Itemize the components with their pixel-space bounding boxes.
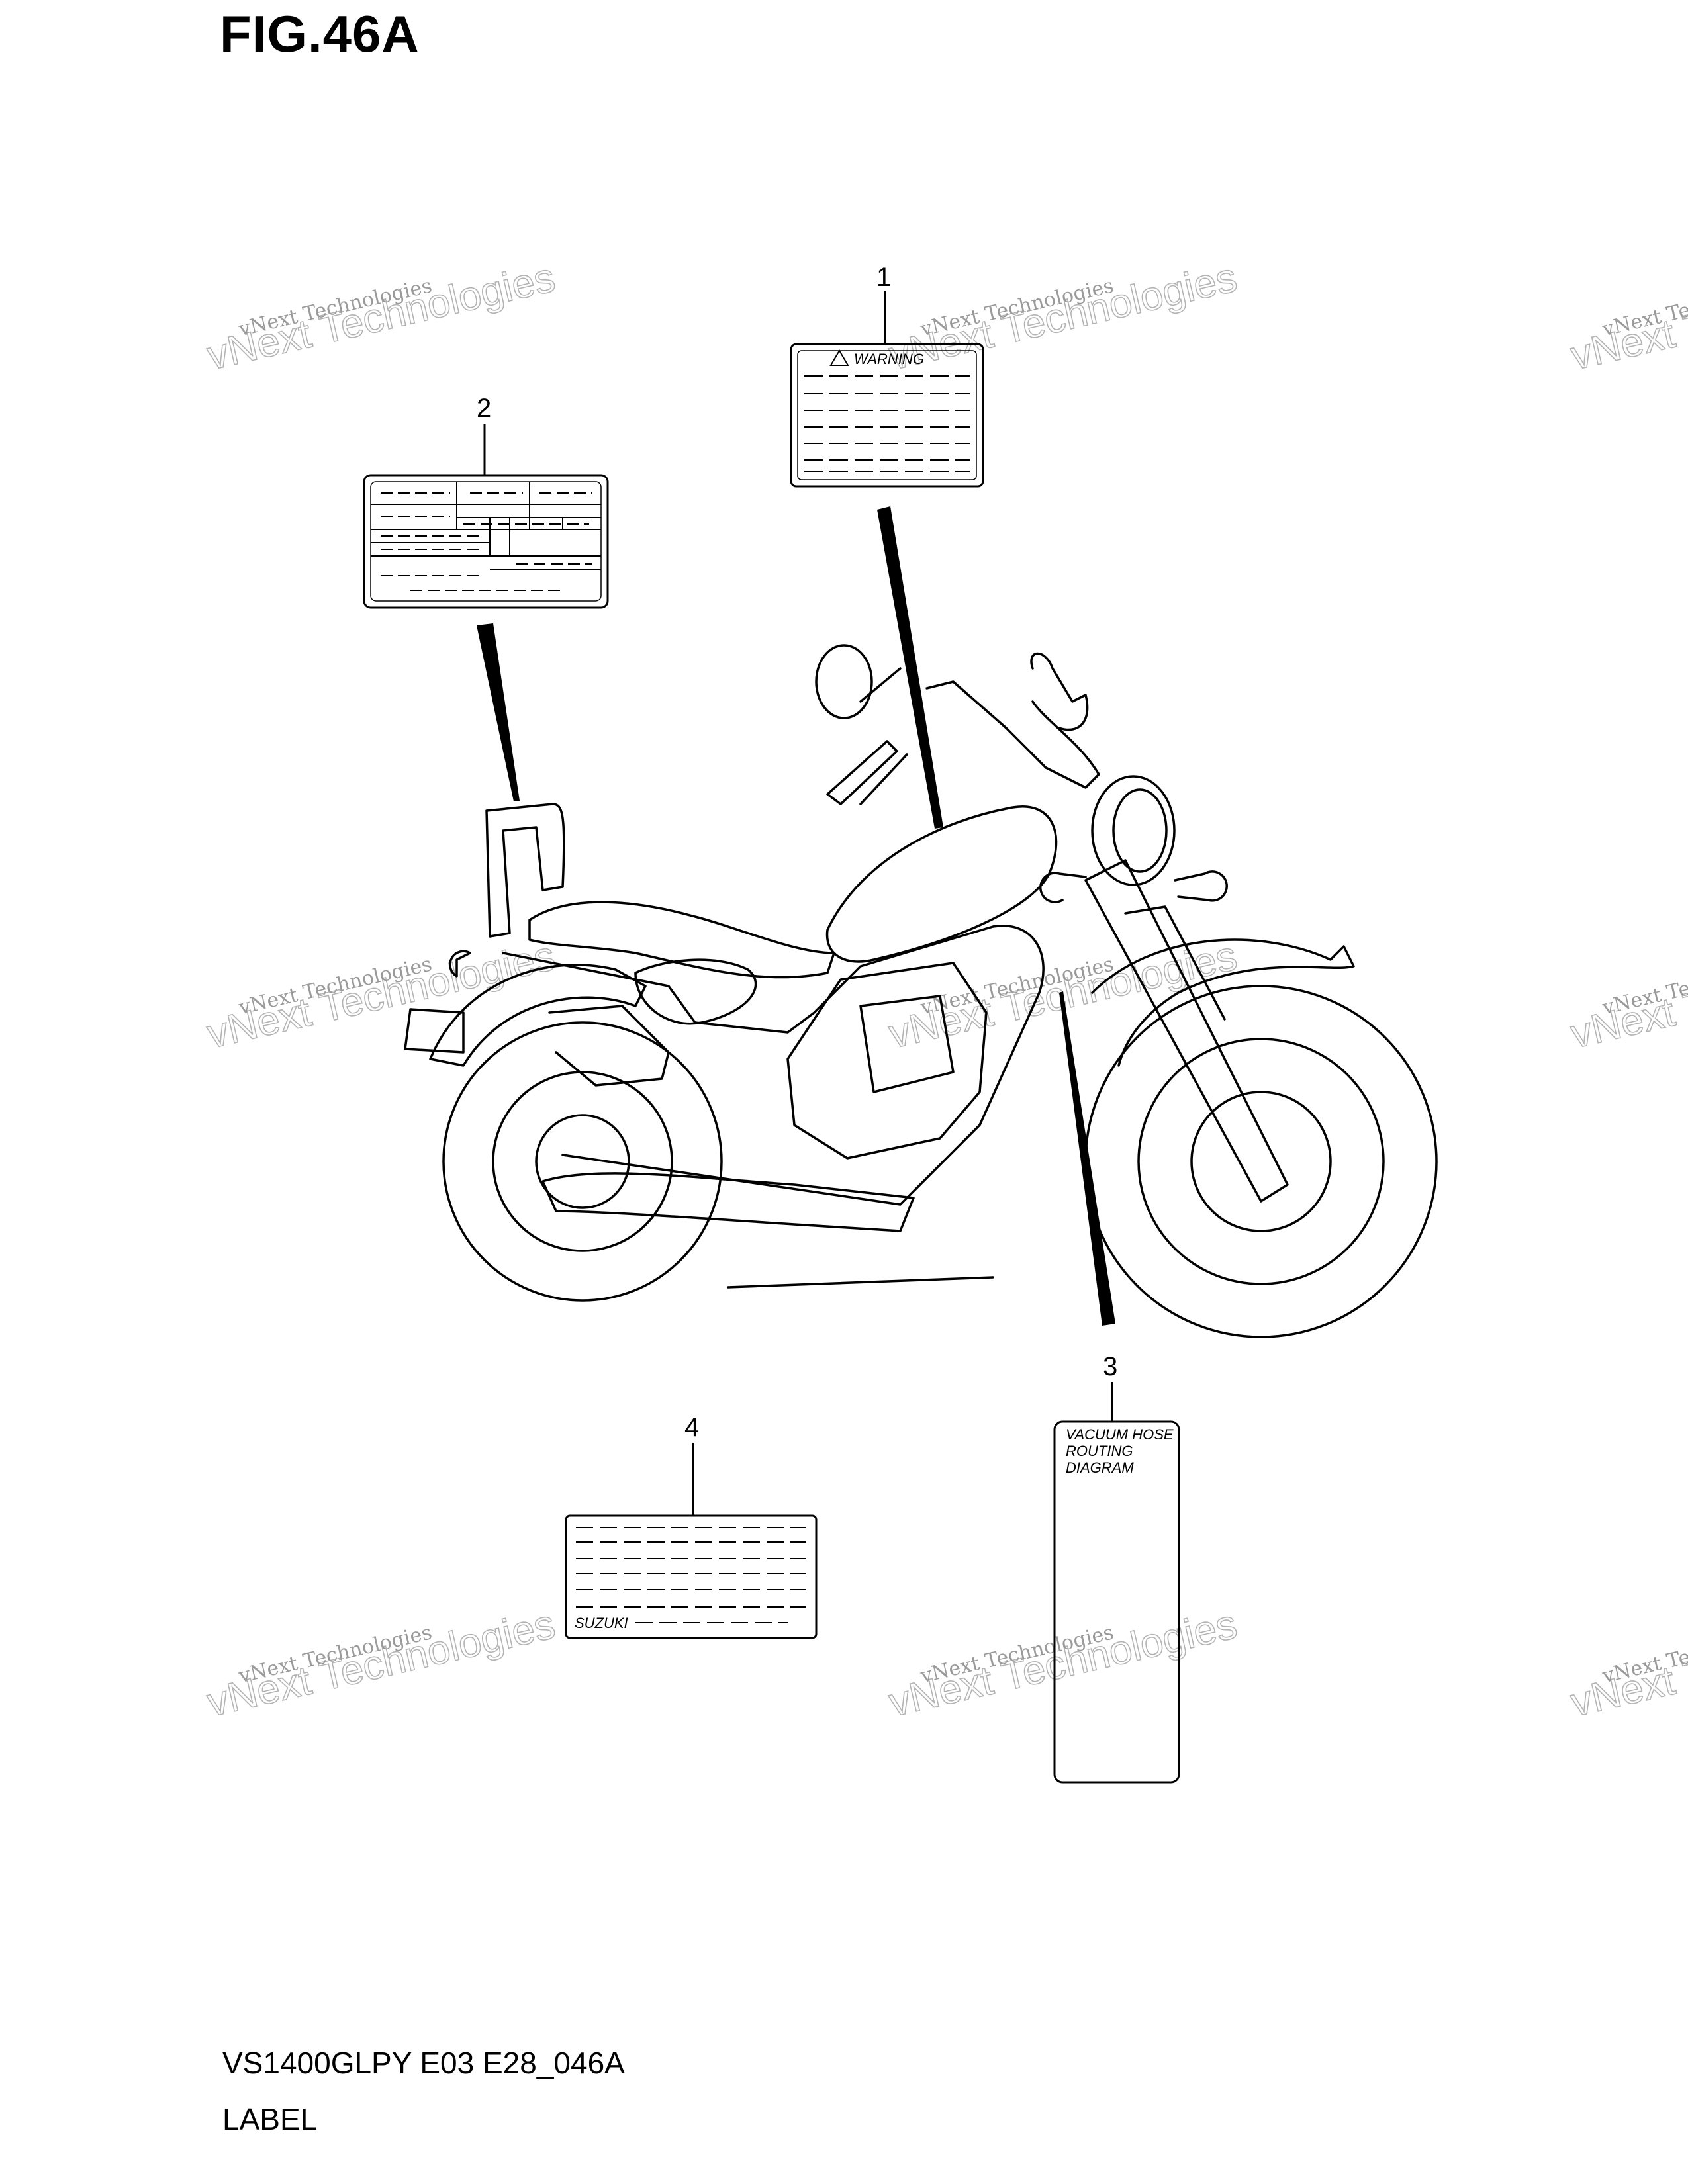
vacuum-label-line-1: VACUUM HOSE [1066,1426,1174,1443]
label-1-warning[interactable]: WARNING [790,343,984,488]
handlebar [925,680,1100,789]
callout-3: 3 [1103,1352,1117,1381]
label-3-vacuum-hose-routing[interactable]: VACUUM HOSE ROUTING DIAGRAM [1053,1420,1180,1784]
table-text-lines [381,492,592,591]
table-grid [371,482,601,570]
front-fork [1084,859,1289,1203]
suzuki-brand-text: SUZUKI [575,1615,628,1631]
fuel-tank [825,805,1058,963]
rear-turn-signal [449,950,471,978]
figure-title: FIG.46A [220,5,420,63]
rider-seat [634,958,757,1025]
watermark-low-left: vNext Technologies vNext Technologies [203,1601,560,1727]
label-2-info-table[interactable] [363,474,609,609]
exhaust-pipe [541,1172,915,1232]
callout-numbers: 1 2 3 4 [477,263,1117,1442]
headlight [1091,775,1176,886]
front-wheel-rim [1137,1038,1385,1285]
watermark-top-right: vNext Technologies vNext Technologies [1566,254,1688,380]
rear-wheel-tire [442,1021,723,1302]
callout-1: 1 [876,263,891,292]
fork-lower [1124,905,1226,1021]
watermark-low-center: vNext Technologies vNext Technologies [884,1601,1242,1727]
warning-label-text: WARNING [854,351,924,367]
callout-4: 4 [684,1413,699,1442]
mirror [815,644,873,719]
front-turn-signal [1174,870,1228,902]
ground-shadow [727,1276,994,1289]
watermark-top-left: vNext Technologies vNext Technologies [203,254,560,380]
rear-wheel-rim [492,1071,673,1252]
clutch-lever [826,740,908,805]
callout-ticks [483,291,1113,1516]
model-code: VS1400GLPY E03 E28_046A [222,2046,625,2080]
warning-text-lines [804,375,970,472]
engine [786,962,988,1160]
watermark-mid-left: vNext Technologies vNext Technologies [203,933,560,1058]
callout-2: 2 [477,394,491,423]
right-mirror [1030,652,1089,731]
front-turn-signal-left [1039,872,1087,903]
main-frame [502,925,1045,1206]
rear-wheel-hub [535,1114,630,1209]
leader-line-3 [1059,991,1115,1326]
motorcycle-outline [404,644,1438,1338]
frame-tube [548,1005,670,1087]
sissy-bar [485,803,565,938]
vacuum-label-line-2: ROUTING [1066,1443,1133,1459]
section-name: LABEL [222,2102,318,2136]
leader-line-2 [477,623,520,801]
headlight-lens [1112,788,1168,873]
seat [528,901,835,979]
warning-triangle-icon [829,349,849,366]
watermark-mid-right: vNext Technologies vNext Technologies [1566,933,1688,1058]
leader-line-1 [877,506,943,829]
label-4-suzuki-notice[interactable]: SUZUKI [565,1514,818,1639]
engine-cylinder [859,995,955,1093]
vacuum-label-line-3: DIAGRAM [1066,1459,1134,1476]
notice-text-lines [576,1527,806,1623]
tail-light [404,1008,465,1054]
front-wheel-hub [1190,1091,1332,1232]
mirror-stem [859,667,902,703]
watermark-top-center: vNext Technologies vNext Technologies [884,254,1242,380]
leader-lines [477,506,1115,1326]
watermarks: vNext Technologies vNext Technologies vN… [203,254,1688,1727]
watermark-low-right: vNext Technologies vNext Technologies [1566,1601,1688,1727]
